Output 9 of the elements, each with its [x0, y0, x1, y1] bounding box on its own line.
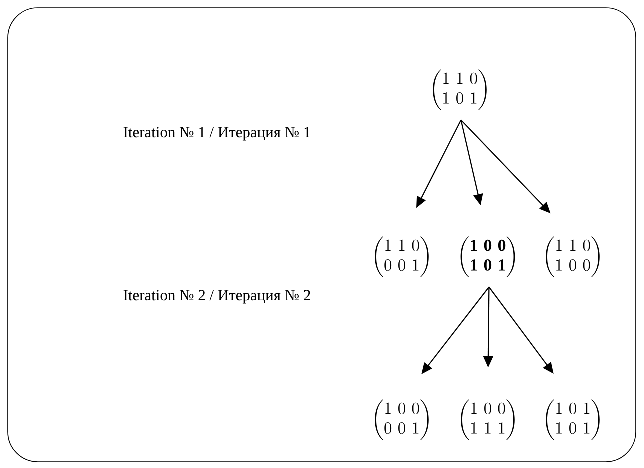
iteration-label: Iteration № 2 / Итерация № 2	[124, 290, 310, 304]
matrix: $\begin{pmatrix}1&0&1\\1&0&1\end{pmatrix}$	[546, 400, 600, 440]
matrix: $\begin{pmatrix}1&1&0\\0&0&1\end{pmatrix}$	[375, 236, 429, 278]
matrix: $\begin{pmatrix}\mathbf{1}&\mathbf{0}&\mathbf{0}\\\mathbf{1}&\mathbf{0}&\mathbf{1}\end{pmatrix}$	[460, 236, 516, 278]
matrix: $\begin{pmatrix}1&0&0\\0&0&1\end{pmatrix}$	[375, 400, 429, 440]
matrix: $\begin{pmatrix}1&1&0\\1&0&0\end{pmatrix}$	[546, 236, 600, 278]
iteration-label: Iteration № 1 / Итерация № 1	[124, 127, 310, 141]
matrix: $\begin{pmatrix}1&1&0\\1&0&1\end{pmatrix}$	[433, 70, 487, 110]
matrix: $\begin{pmatrix}1&0&0\\1&1&1\end{pmatrix}$	[461, 400, 515, 440]
